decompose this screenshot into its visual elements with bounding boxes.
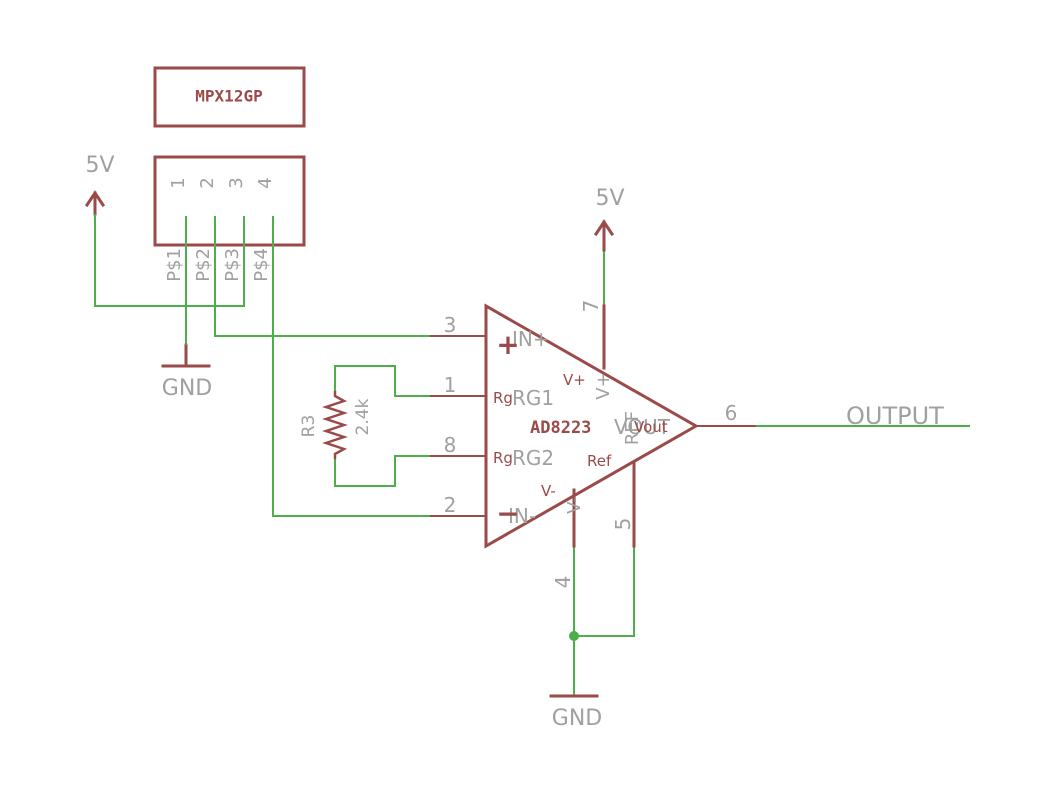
pin-vplus-name: V+ — [593, 372, 614, 399]
wire-sensor-pin2-to-in-plus — [214, 216, 430, 337]
pin-rg2-name: RG2 — [512, 446, 554, 470]
sensor-pad-4-name: P$4 — [251, 248, 272, 282]
sensor-pad-2-name: P$2 — [193, 248, 214, 282]
pin-in-minus-name: IN- — [508, 504, 536, 528]
sensor-name: MPX12GP — [195, 87, 262, 106]
sensor-pin-1-number: 1 — [168, 177, 189, 188]
sensor-pin-4-number: 4 — [255, 177, 276, 188]
wires — [94, 214, 970, 696]
amplifier-name: AD8223 — [530, 418, 591, 438]
rg1-short-label: Rg — [493, 389, 513, 407]
vout-short-label: Vout — [634, 418, 668, 436]
pin-in-plus-number: 3 — [444, 313, 457, 337]
sensor-pin-2-number: 2 — [197, 177, 218, 188]
pin-in-plus-name: IN+ — [512, 327, 550, 351]
vminus-short-label: V- — [541, 482, 556, 500]
pin-vout-number: 6 — [725, 401, 738, 425]
pin-rg1-name: RG1 — [512, 386, 554, 410]
left-gnd-symbol: GND — [161, 343, 212, 401]
pin-rg1-number: 1 — [444, 373, 457, 397]
wire-rg1-to-r3 — [334, 365, 430, 397]
sensor-body — [153, 155, 306, 247]
pin-ref-name: REF — [622, 411, 643, 445]
junction-dot — [569, 631, 579, 641]
left-5v-supply: 5V — [84, 153, 115, 216]
resistor-name: R3 — [299, 415, 319, 438]
left-5v-label: 5V — [85, 153, 114, 178]
left-gnd-label: GND — [162, 376, 212, 401]
resistor-r3: R3 2.4k — [299, 390, 373, 460]
wire-5v-to-sensor-pin3 — [94, 214, 245, 307]
opamp-5v-label: 5V — [595, 186, 624, 211]
sensor-pad-3-name: P$3 — [222, 248, 243, 282]
minus-sign-icon: − — [496, 497, 519, 530]
sensor-pad-1-name: P$1 — [164, 248, 185, 282]
bottom-gnd-symbol: GND — [549, 694, 602, 731]
bottom-gnd-label: GND — [552, 706, 602, 731]
ref-short-label: Ref — [587, 452, 612, 470]
rg2-short-label: Rg — [493, 449, 513, 467]
plus-sign-icon: + — [496, 328, 519, 361]
vplus-short-label: V+ — [563, 371, 586, 389]
wire-sensor-pin4-to-in-minus — [272, 216, 430, 517]
pin-vout-name: VOUT — [614, 415, 671, 439]
sensor-pin-3-number: 3 — [226, 177, 247, 188]
pin-rg2-number: 8 — [444, 433, 457, 457]
pin-vplus-number: 7 — [579, 300, 603, 313]
pin-vminus-name: V- — [564, 496, 585, 514]
mpx12gp-sensor: MPX12GP 1 2 3 4 P$1 P$2 P$3 P$4 — [153, 66, 306, 282]
ad8223-amplifier: 3 1 8 2 7 4 5 6 IN+ RG1 RG2 IN- V+ V- RE… — [430, 300, 756, 589]
output-net-label: OUTPUT — [846, 402, 944, 430]
resistor-zigzag-icon — [322, 390, 348, 460]
amplifier-triangle-icon — [484, 303, 700, 549]
wire-rg2-to-r3 — [334, 455, 430, 487]
pin-in-minus-number: 2 — [444, 493, 457, 517]
pin-vminus-number: 4 — [551, 576, 575, 589]
wire-ref-to-gnd — [574, 546, 635, 637]
opamp-5v-supply: 5V — [593, 186, 625, 252]
pin-ref-number: 5 — [611, 518, 635, 531]
sensor-name-box — [153, 66, 306, 128]
resistor-value: 2.4k — [353, 398, 373, 435]
